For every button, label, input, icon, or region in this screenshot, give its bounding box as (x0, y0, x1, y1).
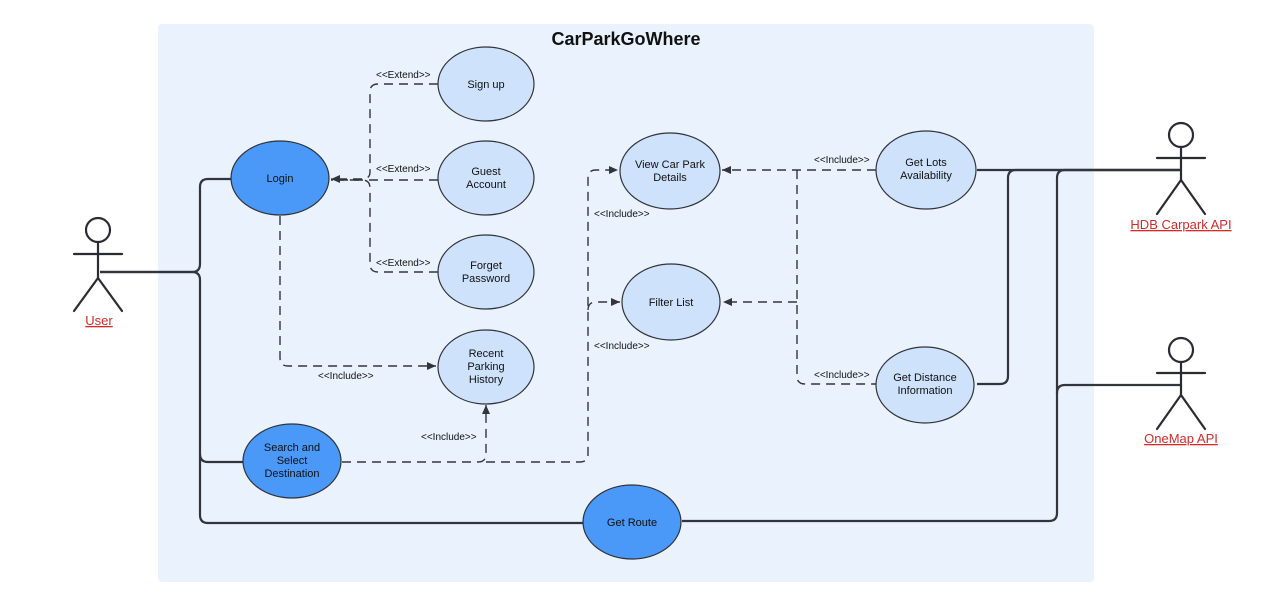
include-label-view: <<Include>> (594, 209, 650, 220)
include-label-filter: <<Include>> (594, 341, 650, 352)
include-search-recent (342, 405, 490, 463)
stick-figure-icon (1155, 121, 1207, 216)
include-label-distance: <<Include>> (814, 370, 870, 381)
include-label-lots: <<Include>> (814, 155, 870, 166)
extend-forget-login (331, 179, 438, 273)
use-case-signup[interactable]: Sign up (437, 46, 535, 122)
association-user-route (198, 454, 584, 525)
association-onemap-link (1055, 383, 1182, 394)
association-onemap-route (682, 168, 1182, 523)
use-case-signup-label: Sign up (467, 79, 504, 91)
associations (100, 168, 1182, 525)
use-case-login[interactable]: Login (230, 140, 330, 216)
association-hdb-distance (977, 168, 1182, 386)
extend-label-signup: <<Extend>> (376, 70, 431, 81)
actor-hdb-carpark-api[interactable]: HDB Carpark API (1130, 121, 1232, 232)
stick-figure-icon (72, 216, 124, 313)
association-user-search (100, 270, 244, 464)
include-login-recent (279, 216, 436, 370)
use-case-get-route[interactable]: Get Route (582, 484, 682, 560)
include-view-branch (796, 169, 876, 385)
dependencies (279, 83, 876, 463)
include-label-login-recent: <<Include>> (318, 371, 374, 382)
extend-signup-login (331, 83, 438, 183)
stereotype-labels: <<Extend>> <<Extend>> <<Extend>> <<Inclu… (318, 70, 870, 443)
actor-onemap-api[interactable]: OneMap API (1144, 336, 1218, 446)
stick-figure-icon (1155, 336, 1207, 431)
include-search-view (486, 166, 618, 463)
actor-user[interactable]: User (72, 216, 124, 328)
extend-label-forget: <<Extend>> (376, 258, 431, 269)
use-case-login-label: Login (267, 173, 294, 185)
actor-hdb-carpark-api-label: HDB Carpark API (1130, 217, 1231, 232)
include-label-search-recent: <<Include>> (421, 432, 477, 443)
use-case-filter-list[interactable]: Filter List (621, 263, 721, 341)
use-case-filter-list-label: Filter List (649, 297, 694, 309)
system-title: CarParkGoWhere (551, 29, 700, 49)
actor-onemap-api-label: OneMap API (1144, 431, 1218, 446)
actor-user-label: User (85, 313, 113, 328)
extend-label-guest: <<Extend>> (376, 164, 431, 175)
use-case-get-route-label: Get Route (607, 517, 657, 529)
include-search-filter (587, 298, 620, 311)
